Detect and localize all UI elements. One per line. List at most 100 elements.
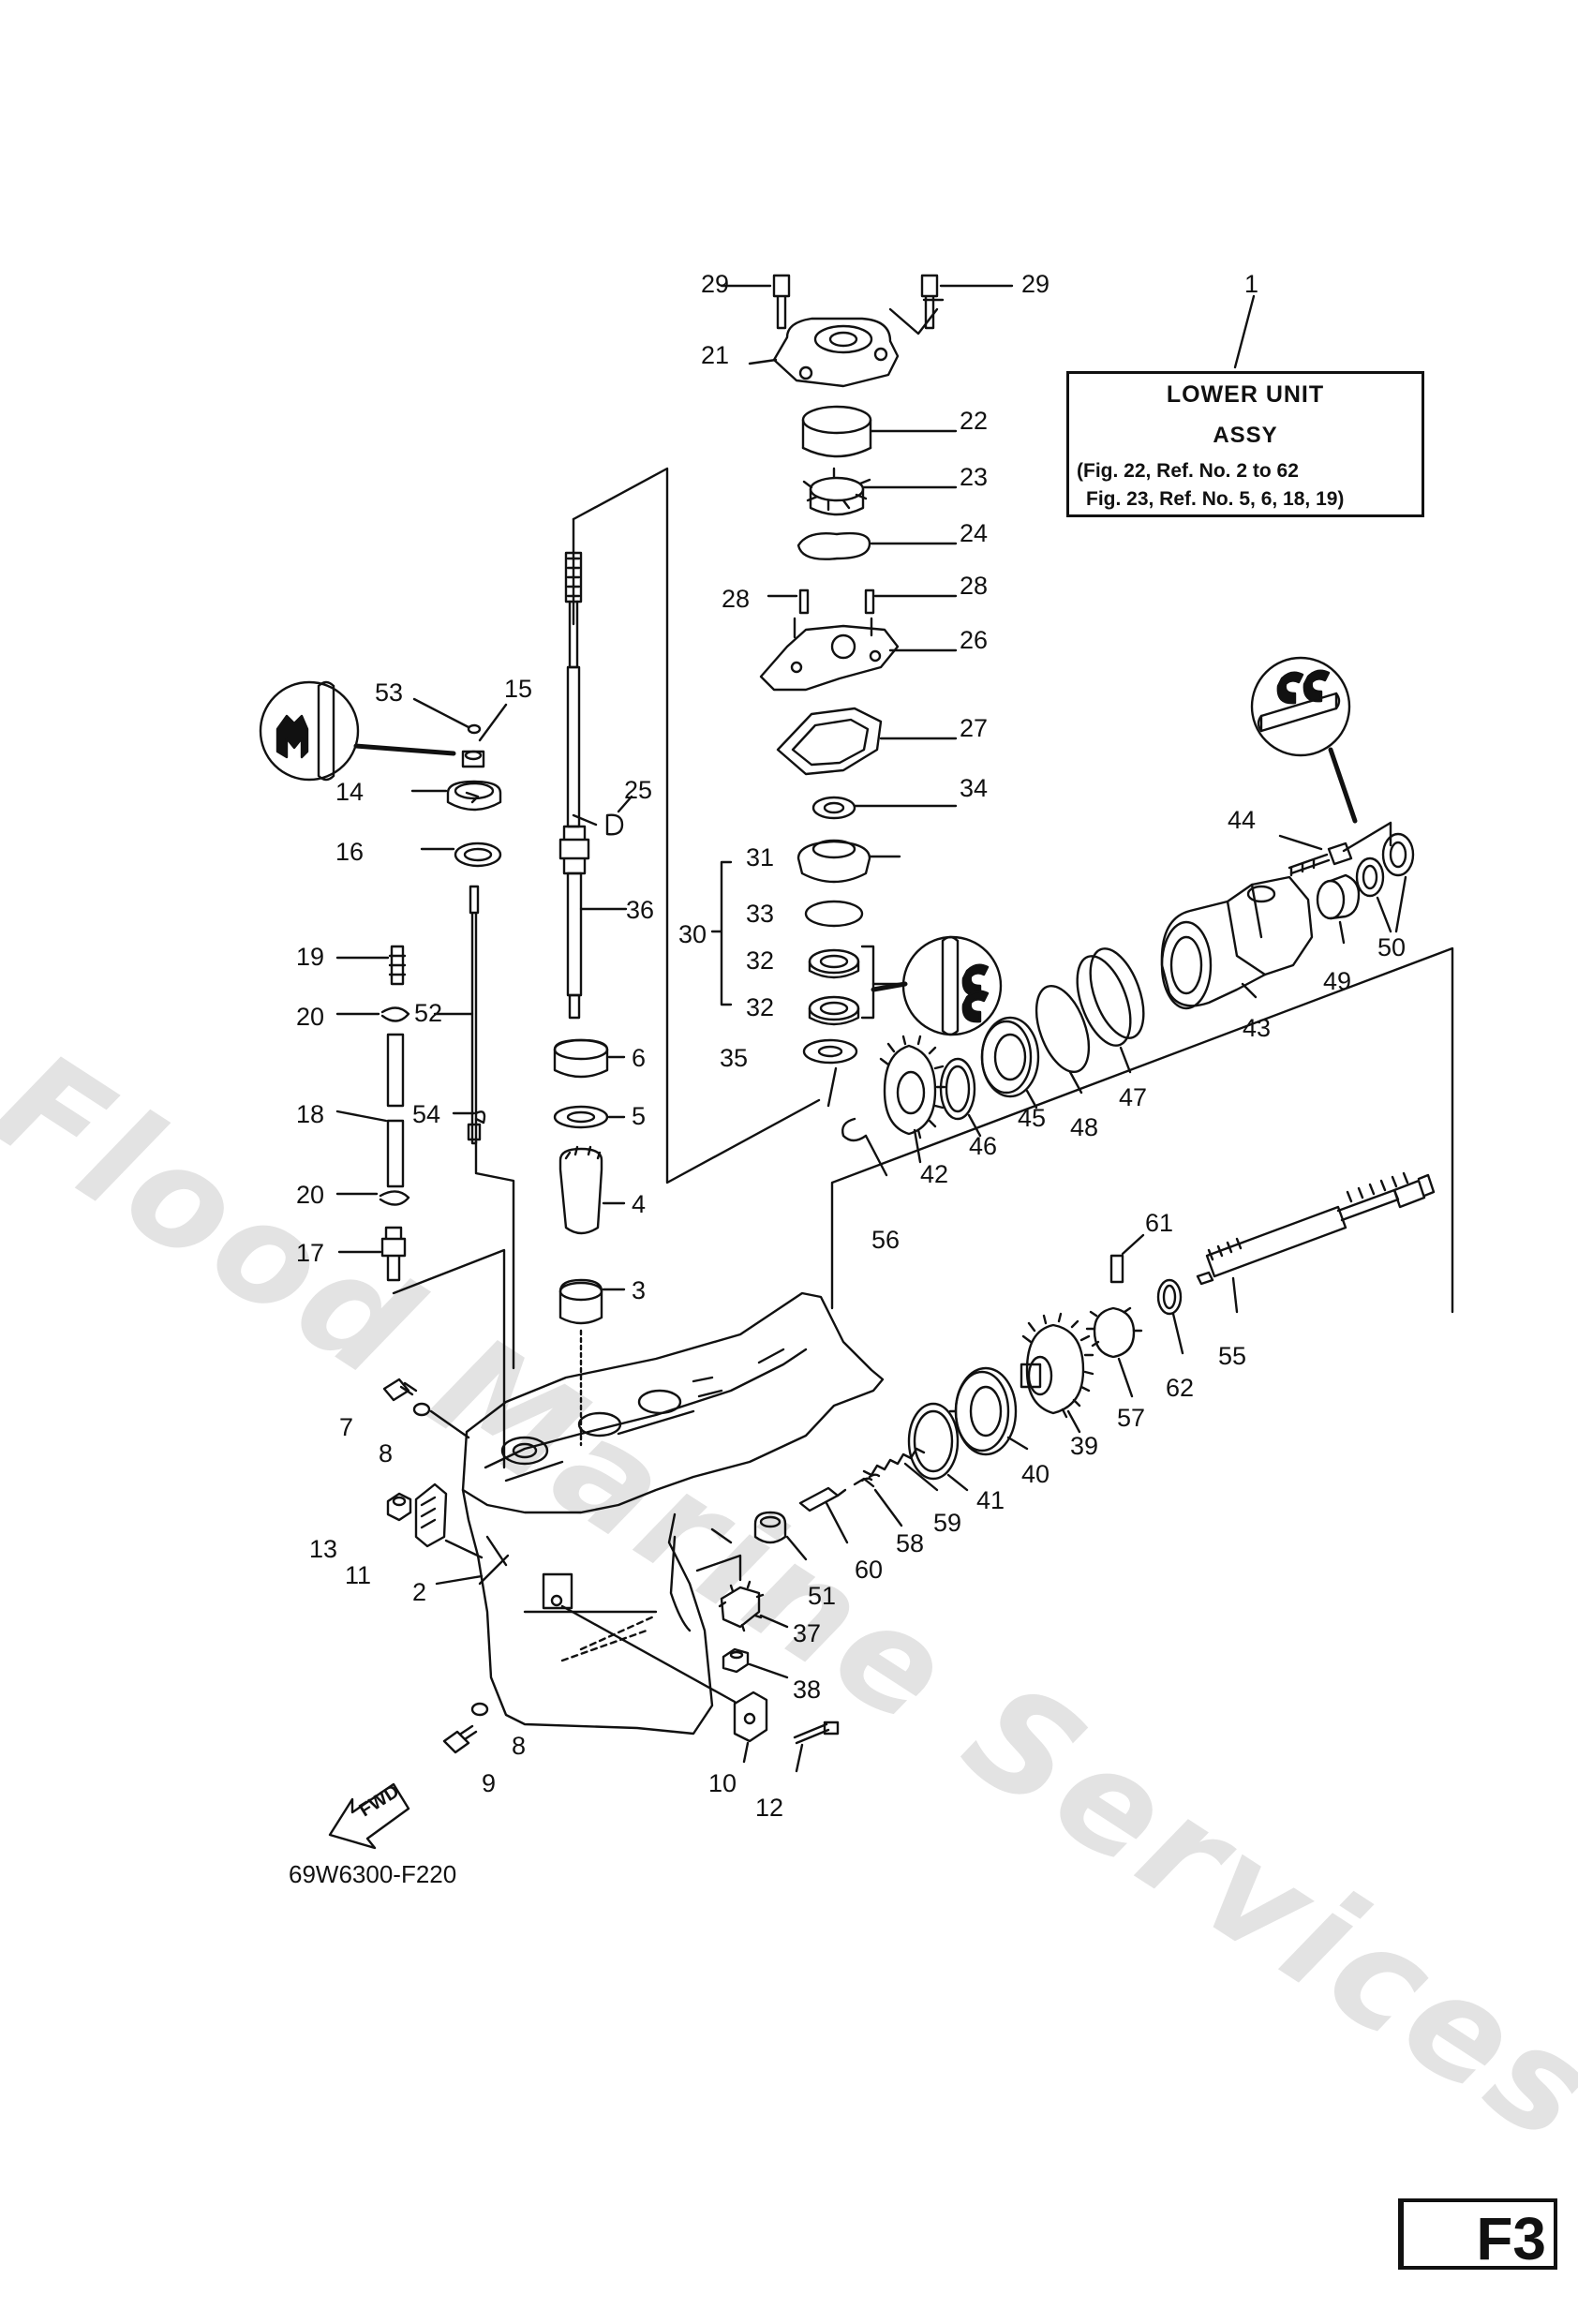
title-box-lower-unit-assy: LOWER UNIT ASSY (Fig. 22, Ref. No. 2 to … [1066, 371, 1424, 517]
grommet-19 [335, 945, 407, 986]
needle-bearing-49 [1316, 873, 1361, 945]
callout-18: 18 [296, 1100, 325, 1128]
clamp-20-top [335, 1006, 410, 1022]
bearing-45 [980, 1016, 1040, 1110]
lower-case-2 [461, 1291, 885, 1736]
callout-42: 42 [920, 1160, 949, 1188]
drive-shaft-36 [558, 551, 628, 1020]
shift-rod-52 [433, 885, 482, 1145]
pump-housing-21 [748, 317, 900, 388]
callout-52: 52 [414, 999, 443, 1027]
callout-43: 43 [1243, 1014, 1272, 1042]
water-inlet-17 [337, 1226, 407, 1282]
callout-57: 57 [1117, 1404, 1146, 1432]
page-tag-label: F3 [1476, 2205, 1546, 2272]
callout-16: 16 [335, 838, 365, 866]
water-tube-18 [335, 1033, 405, 1188]
callout-15: 15 [504, 675, 533, 703]
callout-5: 5 [632, 1102, 647, 1130]
drive-shaft-sleeve-4 [558, 1145, 626, 1235]
pinion-gear-37 [695, 1554, 789, 1632]
callout-9: 9 [482, 1769, 497, 1797]
callout-47: 47 [1119, 1083, 1148, 1111]
callout-49: 49 [1323, 967, 1352, 995]
callout-39: 39 [1070, 1432, 1099, 1460]
callout-62: 62 [1166, 1374, 1195, 1402]
oil-seals-32 [808, 945, 907, 1026]
callout-54: 54 [412, 1100, 441, 1128]
callout-29-left: 29 [701, 270, 730, 298]
callout-23: 23 [960, 463, 989, 491]
callout-20-top: 20 [296, 1003, 325, 1031]
callout-8-bottom: 8 [512, 1732, 527, 1760]
callout-27: 27 [960, 714, 989, 742]
callout-4: 4 [632, 1190, 647, 1218]
grommet-11 [414, 1482, 448, 1548]
cover-10 [560, 1604, 768, 1764]
outer-plate-cartridge-26 [759, 617, 958, 692]
callout-51: 51 [808, 1582, 837, 1610]
callout-25: 25 [624, 776, 653, 804]
o-ring-33 [804, 900, 864, 928]
bolt-29-right [888, 274, 1014, 335]
forward-gear-39 [1020, 1312, 1094, 1434]
bolt-7 [382, 1378, 418, 1402]
callout-45: 45 [1018, 1104, 1047, 1132]
gasket-24 [796, 531, 958, 560]
callout-21: 21 [701, 341, 730, 369]
spring-58 [853, 1473, 903, 1527]
callout-44: 44 [1228, 806, 1257, 834]
callout-26: 26 [960, 626, 989, 654]
callout-6: 6 [632, 1044, 647, 1072]
shift-plunger-60 [798, 1486, 849, 1544]
dowel-pins-28 [767, 588, 958, 615]
shim-46 [939, 1057, 982, 1138]
nut-13 [386, 1492, 412, 1522]
fwd-arrow-icon [328, 1782, 410, 1850]
title-line-3: (Fig. 22, Ref. No. 2 to 62 [1077, 460, 1299, 482]
woodruff-key-25 [605, 795, 633, 836]
callout-32-bottom: 32 [746, 993, 775, 1021]
shim-5 [553, 1105, 626, 1129]
insert-cartridge-22 [801, 405, 958, 458]
callout-2: 2 [412, 1578, 427, 1606]
bearing-40 [948, 1366, 1029, 1456]
oil-symbol-icon [871, 935, 1003, 1036]
diagram-code: 69W6300-F220 [289, 1860, 457, 1888]
oil-seal-housing-31 [796, 839, 901, 884]
callout-17: 17 [296, 1239, 325, 1267]
propeller-shaft-housing-43 [1160, 875, 1314, 1010]
page-tag: F3 [1398, 2198, 1557, 2272]
callout-33: 33 [746, 900, 775, 928]
callout-19: 19 [296, 943, 325, 971]
callout-30: 30 [678, 920, 707, 948]
callout-20-bottom: 20 [296, 1181, 325, 1209]
callout-38: 38 [793, 1676, 822, 1704]
callout-1: 1 [1244, 270, 1259, 298]
bush-15-53 [412, 697, 508, 768]
o-ring-16 [420, 842, 502, 868]
clamp-20-bottom [335, 1190, 410, 1206]
reverse-gear-42 [879, 1035, 946, 1164]
clutch-57 [1085, 1306, 1143, 1398]
callout-59: 59 [933, 1509, 962, 1537]
callout-36: 36 [626, 896, 655, 924]
callout-40: 40 [1021, 1460, 1050, 1488]
grease-symbol-right [1250, 656, 1358, 824]
callout-55: 55 [1218, 1342, 1247, 1370]
spring-59 [862, 1447, 939, 1492]
title-line-2: ASSY [1213, 423, 1278, 448]
callout-7: 7 [339, 1413, 354, 1441]
callout-37: 37 [793, 1619, 822, 1647]
washer-8-top [412, 1402, 470, 1439]
callout-12: 12 [755, 1794, 784, 1822]
title-line-4: Fig. 23, Ref. No. 5, 6, 18, 19) [1086, 488, 1345, 510]
callout-13: 13 [309, 1535, 338, 1563]
oil-seals-50 [1355, 832, 1415, 933]
callout-8-top: 8 [379, 1439, 394, 1467]
bracket-30 [710, 860, 733, 1006]
gasket-27 [776, 707, 958, 776]
bolt-9 [442, 1724, 478, 1754]
